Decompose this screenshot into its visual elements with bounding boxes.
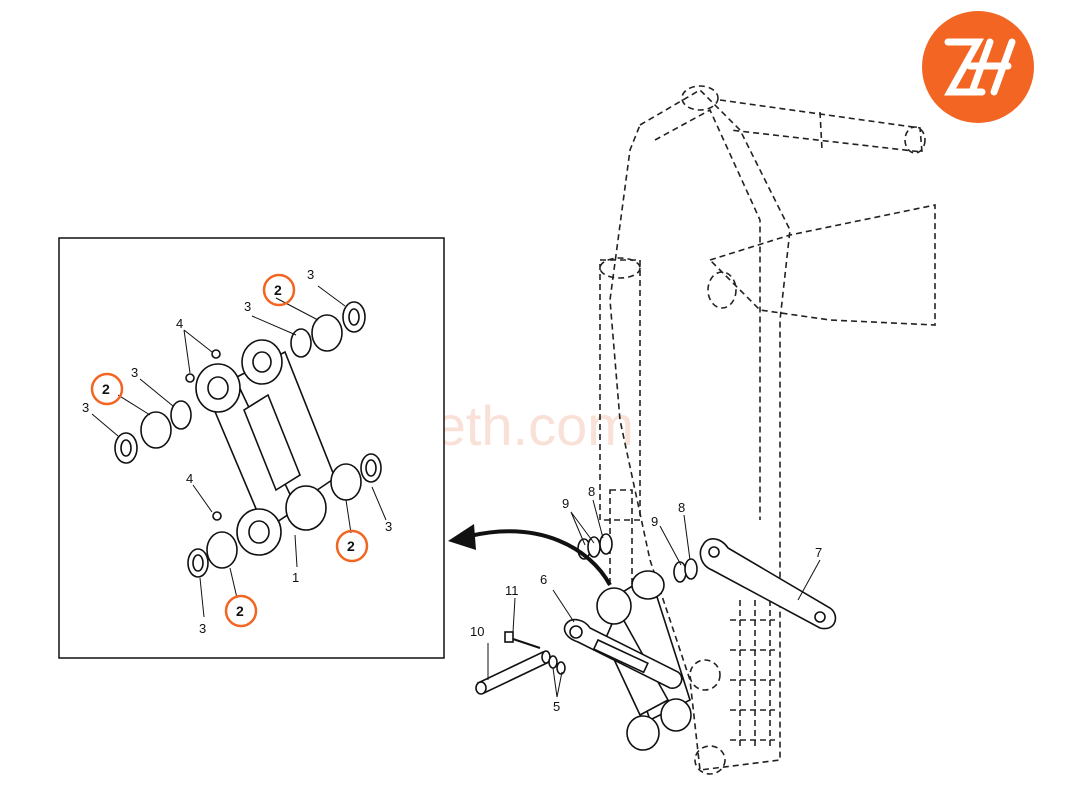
callout-3-right: 3 (385, 519, 392, 534)
logo-monogram-icon (944, 38, 1016, 96)
detail-pointer-arrow (448, 524, 612, 586)
callout-8-right: 8 (678, 500, 685, 515)
callout-3-left-b: 3 (82, 400, 89, 415)
highlight-2-bottom (224, 594, 258, 628)
callout-2-top: 2 (274, 282, 282, 298)
highlight-2-left (90, 372, 124, 406)
callout-10: 10 (470, 624, 484, 639)
callout-9-right: 9 (651, 514, 658, 529)
callout-4-top: 4 (176, 316, 183, 331)
callout-3-top-a: 3 (307, 267, 314, 282)
detail-callouts: 2 3 3 4 2 3 3 4 2 3 1 2 3 (82, 267, 392, 636)
callout-9-left: 9 (562, 496, 569, 511)
callout-7: 7 (815, 545, 822, 560)
highlight-2-top (262, 273, 296, 307)
main-callouts: 9 8 9 8 7 6 11 10 5 (470, 484, 822, 714)
main-leader-lines (487, 499, 821, 698)
brand-logo (922, 11, 1034, 123)
callout-3-top-b: 3 (244, 299, 251, 314)
callout-4-mid: 4 (186, 471, 193, 486)
callout-2-left: 2 (102, 381, 110, 397)
callout-3-left-a: 3 (131, 365, 138, 380)
link-plate-7 (699, 538, 837, 630)
callout-11: 11 (505, 583, 519, 598)
callout-2-right: 2 (347, 538, 355, 554)
callout-8-left: 8 (588, 484, 595, 499)
main-linkage-parts (475, 533, 837, 751)
callout-5: 5 (553, 699, 560, 714)
highlight-circles (90, 273, 369, 628)
detail-linkage-parts (114, 301, 382, 578)
callout-2-bottom: 2 (236, 603, 244, 619)
detail-leader-lines (91, 285, 387, 618)
callout-1: 1 (292, 570, 299, 585)
highlight-2-right (335, 529, 369, 563)
excavator-arm (599, 85, 936, 775)
callout-3-bottom: 3 (199, 621, 206, 636)
callout-6: 6 (540, 572, 547, 587)
